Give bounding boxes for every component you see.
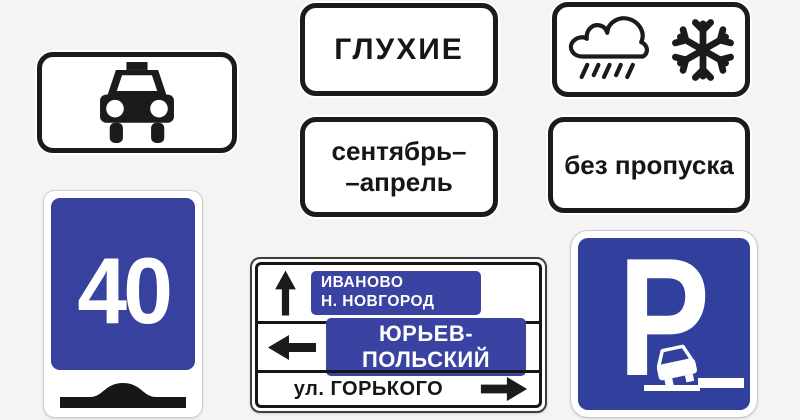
destination-plate: ЮРЬЕВ-ПОЛЬСКИЙ (326, 318, 526, 376)
rain-cloud-icon (568, 15, 649, 79)
deaf-plate-label: ГЛУХИЕ (334, 32, 464, 66)
destination-plate: ИВАНОВО Н. НОВГОРОД (311, 271, 481, 315)
validity-months-plate-sign: сентябрь– –апрель (300, 117, 498, 217)
deaf-drivers-plate-sign: ГЛУХИЕ (300, 3, 498, 96)
no-pass-label: без пропуска (564, 149, 734, 180)
speed-bump-icon (60, 379, 186, 414)
months-line1: сентябрь– (331, 135, 467, 166)
without-pass-plate-sign: без пропуска (548, 117, 750, 213)
direction-row-straight: ИВАНОВО Н. НОВГОРОД (258, 265, 539, 321)
car-on-curb-icon (642, 340, 746, 403)
destination-label: ЮРЬЕВ-ПОЛЬСКИЙ (361, 321, 491, 372)
speed-sign-blue-panel: 40 (51, 198, 195, 370)
wet-weather-plate-sign (552, 2, 750, 97)
direction-row-left: ЮРЬЕВ-ПОЛЬСКИЙ (258, 318, 539, 376)
months-line2: –апрель (345, 167, 453, 197)
recommended-speed-hump-sign: 40 (43, 190, 203, 418)
up-arrow-icon (272, 270, 299, 316)
direction-row-right: ул. ГОРЬКОГО (258, 370, 539, 405)
destination-label-line1: ИВАНОВО (321, 274, 404, 292)
street-label: ул. ГОРЬКОГО (293, 377, 444, 400)
direction-sign: ИВАНОВО Н. НОВГОРОД ЮРЬЕВ-ПОЛЬСКИЙ ул. Г… (250, 257, 547, 413)
right-arrow-icon (479, 376, 529, 402)
taxi-front-icon (100, 62, 174, 143)
parking-sign-blue-panel: P (578, 238, 750, 410)
destination-label-line2: Н. НОВГОРОД (321, 293, 435, 310)
direction-sign-inner: ИВАНОВО Н. НОВГОРОД ЮРЬЕВ-ПОЛЬСКИЙ ул. Г… (255, 262, 542, 408)
parking-sign: P (570, 230, 758, 418)
snowflake-icon (671, 18, 734, 81)
speed-value: 40 (77, 238, 173, 343)
taxi-plate-sign (37, 52, 237, 153)
left-arrow-icon (266, 334, 318, 361)
